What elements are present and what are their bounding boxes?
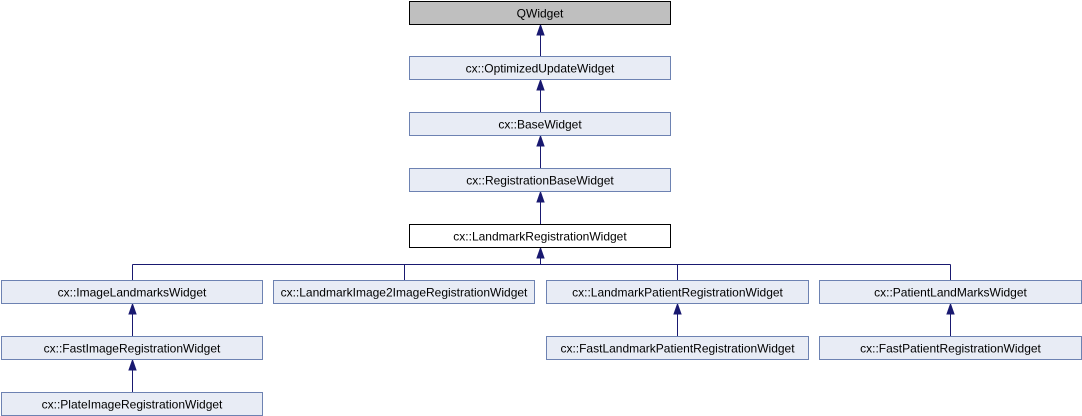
class-box [546, 336, 809, 360]
class-node-cx-fastimageregistrationwidget[interactable]: cx::FastImageRegistrationWidget [1, 336, 263, 360]
inheritance-edge-cx-basewidget [536, 78, 545, 113]
inheritance-edge-cx-fastpatientregistrationwidget [946, 302, 955, 337]
inheritance-arrowhead [673, 302, 682, 315]
edges-layer [128, 23, 955, 393]
class-label: cx::LandmarkPatientRegistrationWidget [572, 286, 783, 300]
inheritance-edge-cx-registrationbasewidget [536, 134, 545, 169]
class-label: QWidget [517, 7, 564, 21]
inheritance-edge-cx-landmarkregistrationwidget [536, 190, 545, 225]
class-box [409, 1, 671, 25]
inheritance-arrowhead [536, 134, 545, 147]
class-label: cx::FastLandmarkPatientRegistrationWidge… [560, 342, 795, 356]
class-box [273, 280, 535, 304]
class-box [409, 224, 671, 248]
class-box [409, 56, 671, 80]
class-node-cx-basewidget[interactable]: cx::BaseWidget [409, 112, 671, 136]
class-box [1, 280, 263, 304]
inheritance-edge-cx-plateimageregistrationwidget [128, 358, 137, 393]
class-node-cx-fastlandmarkpatientregistrationwidget[interactable]: cx::FastLandmarkPatientRegistrationWidge… [546, 336, 809, 360]
class-node-qwidget: QWidget [409, 1, 671, 25]
inheritance-arrowhead [536, 246, 545, 259]
class-label: cx::RegistrationBaseWidget [466, 174, 614, 188]
class-box [546, 280, 809, 304]
inheritance-edge-cx-fastimageregistrationwidget [128, 302, 137, 337]
inheritance-edge-cx-landmarkpatientregistrationwidget [540, 264, 678, 281]
inheritance-arrowhead [946, 302, 955, 315]
class-node-cx-registrationbasewidget[interactable]: cx::RegistrationBaseWidget [409, 168, 671, 192]
class-label: cx::PatientLandMarksWidget [874, 286, 1027, 300]
class-box [409, 112, 671, 136]
class-node-cx-optimizedupdatewidget[interactable]: cx::OptimizedUpdateWidget [409, 56, 671, 80]
class-node-cx-plateimageregistrationwidget[interactable]: cx::PlateImageRegistrationWidget [1, 392, 263, 416]
class-node-cx-imagelandmarkswidget[interactable]: cx::ImageLandmarksWidget [1, 280, 263, 304]
inheritance-edge-cx-patientlandmarkswidget [540, 264, 951, 281]
inheritance-edge-cx-fastlandmarkpatientregistrationwidget [673, 302, 682, 337]
class-node-cx-fastpatientregistrationwidget[interactable]: cx::FastPatientRegistrationWidget [819, 336, 1082, 360]
class-node-cx-landmarkregistrationwidget: cx::LandmarkRegistrationWidget [409, 224, 671, 248]
class-node-cx-patientlandmarkswidget[interactable]: cx::PatientLandMarksWidget [819, 280, 1082, 304]
class-label: cx::FastPatientRegistrationWidget [860, 342, 1041, 356]
inheritance-arrowhead [536, 78, 545, 91]
inheritance-arrowhead [536, 190, 545, 203]
inheritance-edge-cx-optimizedupdatewidget [536, 23, 545, 57]
class-node-cx-landmarkimage2imageregistrationwidget[interactable]: cx::LandmarkImage2ImageRegistrationWidge… [273, 280, 535, 304]
class-label: cx::ImageLandmarksWidget [58, 286, 207, 300]
class-label: cx::BaseWidget [498, 118, 582, 132]
class-box [409, 168, 671, 192]
class-label: cx::FastImageRegistrationWidget [44, 342, 221, 356]
inheritance-arrowhead [536, 23, 545, 36]
inheritance-arrowhead [128, 358, 137, 371]
inheritance-arrowhead [128, 302, 137, 315]
class-label: cx::LandmarkImage2ImageRegistrationWidge… [281, 286, 528, 300]
class-label: cx::LandmarkRegistrationWidget [453, 230, 627, 244]
inheritance-edge-cx-landmarkimage2imageregistrationwidget [404, 264, 541, 281]
class-label: cx::PlateImageRegistrationWidget [42, 398, 223, 412]
class-label: cx::OptimizedUpdateWidget [466, 62, 615, 76]
class-box [1, 336, 263, 360]
class-node-cx-landmarkpatientregistrationwidget[interactable]: cx::LandmarkPatientRegistrationWidget [546, 280, 809, 304]
